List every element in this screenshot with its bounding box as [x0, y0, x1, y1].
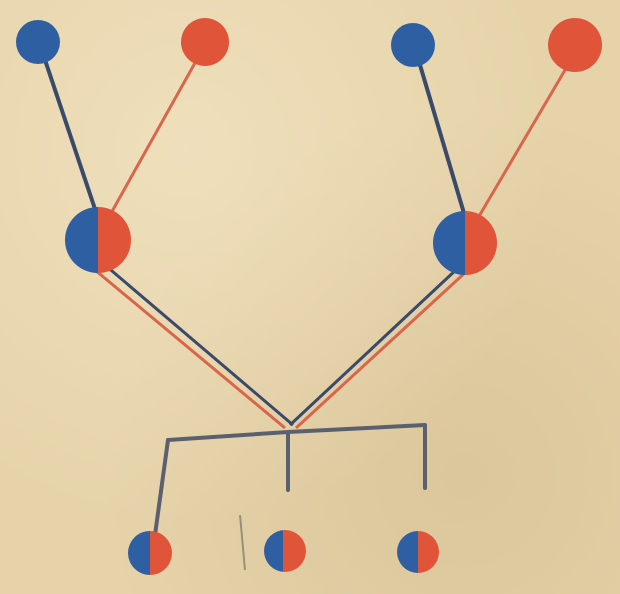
red-circle-icon [548, 18, 602, 72]
link-p2-junction-red [296, 270, 468, 428]
half-blue-half-red-circle-icon [125, 528, 177, 578]
bracket-bar [155, 425, 425, 535]
link-gp3-p2 [415, 48, 466, 220]
link-gp4-p2 [478, 48, 578, 218]
half-blue-half-red-circle-icon [395, 528, 443, 576]
link-gp1-p1 [40, 45, 98, 218]
parent-links [95, 265, 468, 428]
grandparent-links [40, 45, 578, 220]
blue-circle-icon [16, 20, 60, 64]
red-circle-icon [181, 18, 229, 66]
link-p1-junction-red [95, 270, 285, 428]
offspring-row [125, 528, 443, 578]
link-p2-junction-blue [290, 268, 458, 425]
bracket-mark [240, 515, 245, 570]
half-blue-half-red-circle-icon [60, 200, 138, 280]
blue-circle-icon [391, 23, 435, 67]
link-p1-junction-blue [105, 265, 293, 425]
parent-row [60, 200, 505, 285]
grandparent-row [16, 18, 602, 72]
half-blue-half-red-circle-icon [262, 528, 309, 576]
half-blue-half-red-circle-icon [430, 205, 505, 285]
link-gp2-p1 [110, 45, 205, 215]
